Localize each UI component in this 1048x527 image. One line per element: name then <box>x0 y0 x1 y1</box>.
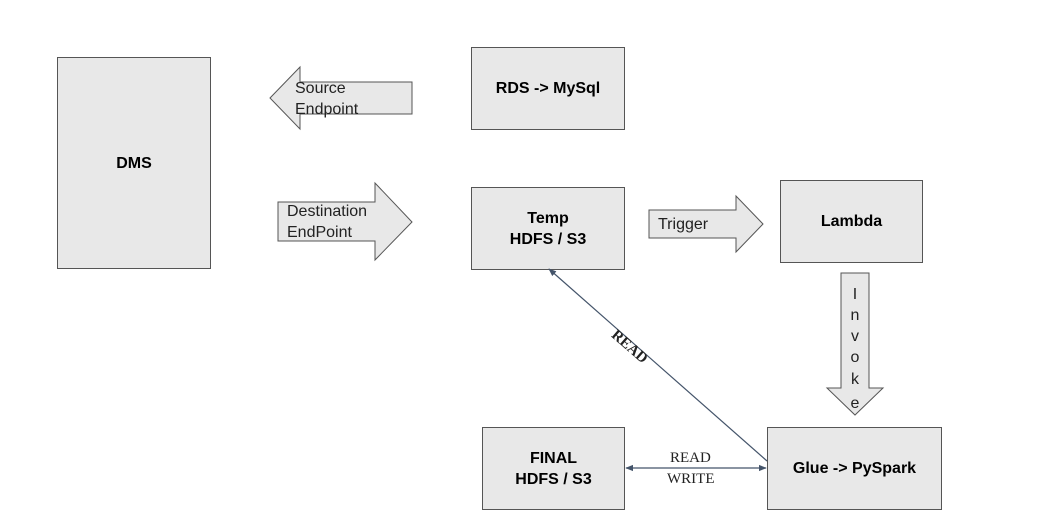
temp-label-line1: Temp <box>527 209 569 227</box>
dms-label: DMS <box>116 154 152 172</box>
destination-endpoint-arrow <box>277 181 413 262</box>
source-endpoint-label: Source Endpoint <box>295 78 358 120</box>
source-label-line1: Source <box>295 80 346 97</box>
rds-mysql-node: RDS -> MySql <box>471 47 625 130</box>
invoke-letter-4: o <box>850 349 860 366</box>
source-label-line2: Endpoint <box>295 101 359 118</box>
final-label-line1: FINAL <box>529 449 578 467</box>
glue-pyspark-node: Glue -> PySpark <box>767 427 942 510</box>
trigger-arrow <box>648 194 764 254</box>
glue-label: Glue -> PySpark <box>792 460 917 477</box>
source-endpoint-arrow <box>269 65 413 131</box>
read-connector <box>548 268 768 462</box>
final-label-line2: HDFS / S3 <box>515 470 592 488</box>
lambda-label: Lambda <box>820 213 883 230</box>
trigger-label: Trigger <box>658 216 709 233</box>
invoke-letter-6: e <box>850 395 860 412</box>
temp-label-line2: HDFS / S3 <box>509 230 587 248</box>
destination-endpoint-label: Destination EndPoint <box>287 201 367 243</box>
invoke-letter-5: k <box>851 371 859 388</box>
invoke-letter-1: I <box>852 286 858 303</box>
temp-hdfs-s3-node: Temp HDFS / S3 <box>471 187 625 270</box>
read-write-label-line1: READ <box>670 450 711 466</box>
invoke-letter-3: v <box>851 328 859 345</box>
destination-label-line1: Destination <box>287 203 368 220</box>
invoke-letter-2: n <box>850 307 860 324</box>
destination-label-line2: EndPoint <box>287 224 352 241</box>
lambda-node: Lambda <box>780 180 923 263</box>
rds-label: RDS -> MySql <box>495 80 601 97</box>
invoke-arrow <box>825 272 885 416</box>
read-write-label-line2: WRITE <box>667 471 715 487</box>
dms-node: DMS <box>57 57 211 269</box>
final-hdfs-s3-node: FINAL HDFS / S3 <box>482 427 625 510</box>
